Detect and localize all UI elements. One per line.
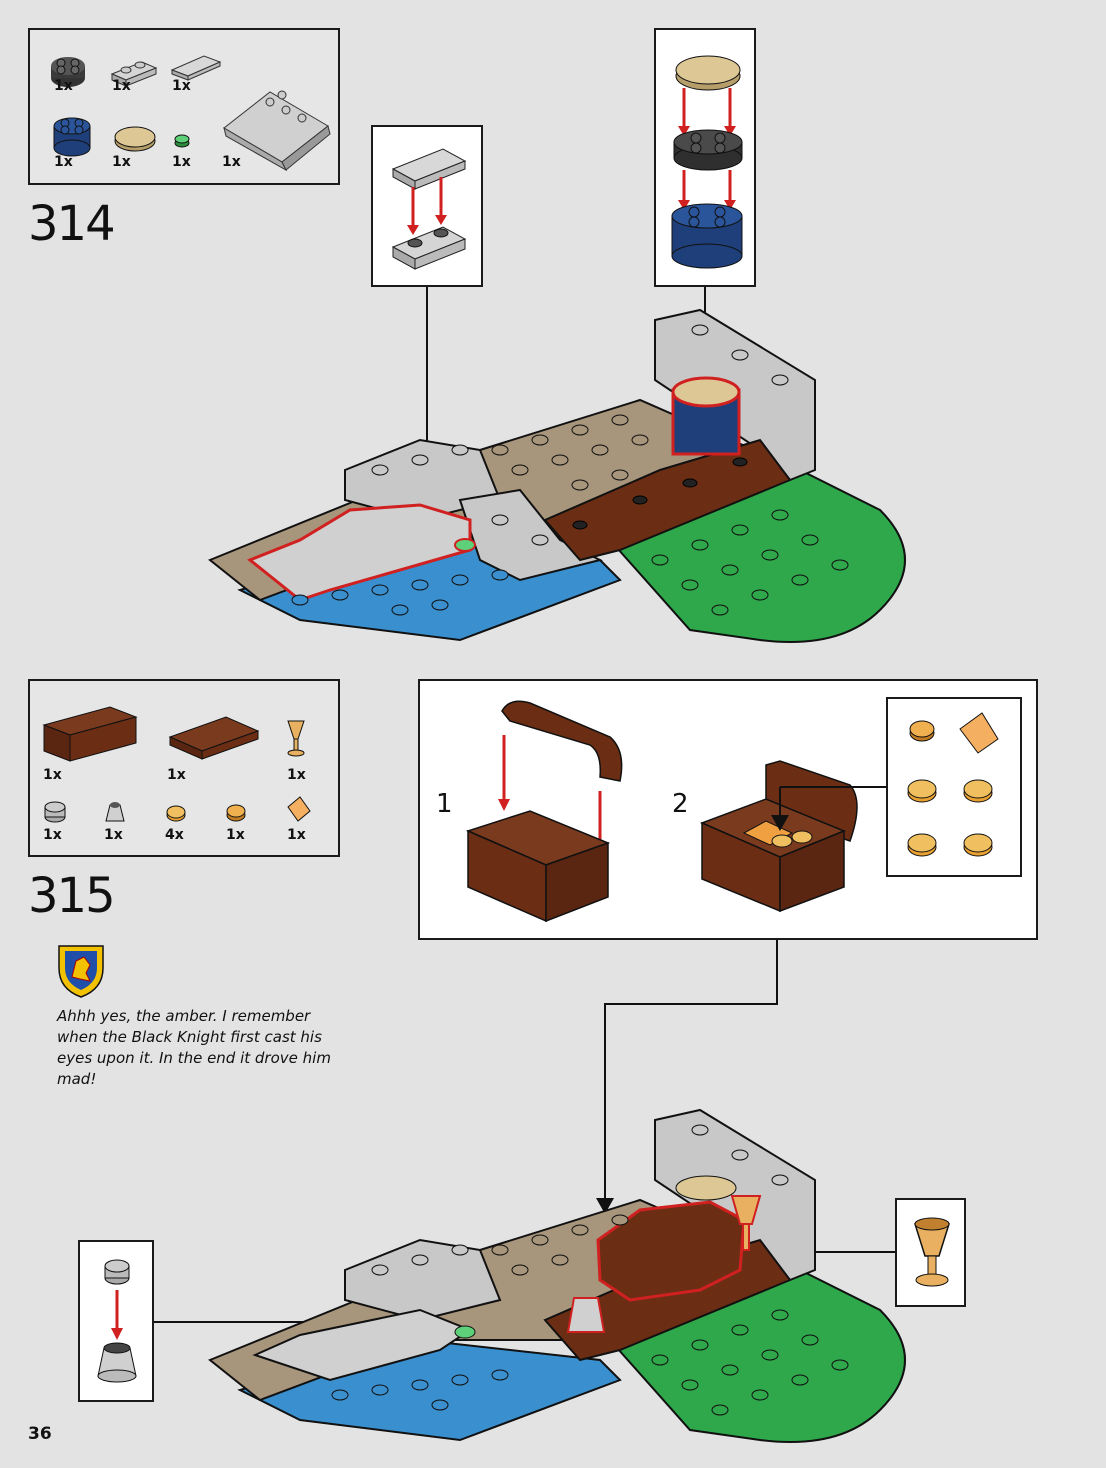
gray-cone-icon [45,802,65,822]
part-qty: 1x [43,767,62,783]
callout-coins-inset [886,697,1022,877]
step-number-315: 315 [28,868,114,924]
amber-jewel-icon [288,797,310,821]
part-qty: 1x [287,767,306,783]
coins-and-jewel-icons [888,699,1024,879]
callout-chest-assembly: 1 2 [418,679,1038,940]
gold-round-tile-icon [910,721,934,741]
amber-jewel-icon [960,713,998,753]
gold-coin-icon [908,834,936,856]
chest-bottom-icon [44,707,136,761]
step-315-parts-list: 1x 1x 1x 1x 1x 4x 1x 1x [28,679,340,857]
gold-coin-icon [908,780,936,802]
part-qty: 4x [165,827,184,843]
part-qty: 1x [104,827,123,843]
step-315-build-illustration [0,940,1106,1460]
part-qty: 1x [167,767,186,783]
part-qty: 1x [43,827,62,843]
part-qty: 1x [226,827,245,843]
goblet-icon [288,721,304,756]
step-314-build-illustration [0,0,1106,660]
gold-coin-icon [167,806,185,821]
gold-coin-icon [964,780,992,802]
page-number: 36 [28,1424,52,1444]
chest-lid-icon [170,717,258,759]
gold-coin-icon [964,834,992,856]
silver-cone-icon [106,802,124,821]
gold-round-tile-icon [227,805,245,821]
part-qty: 1x [287,827,306,843]
